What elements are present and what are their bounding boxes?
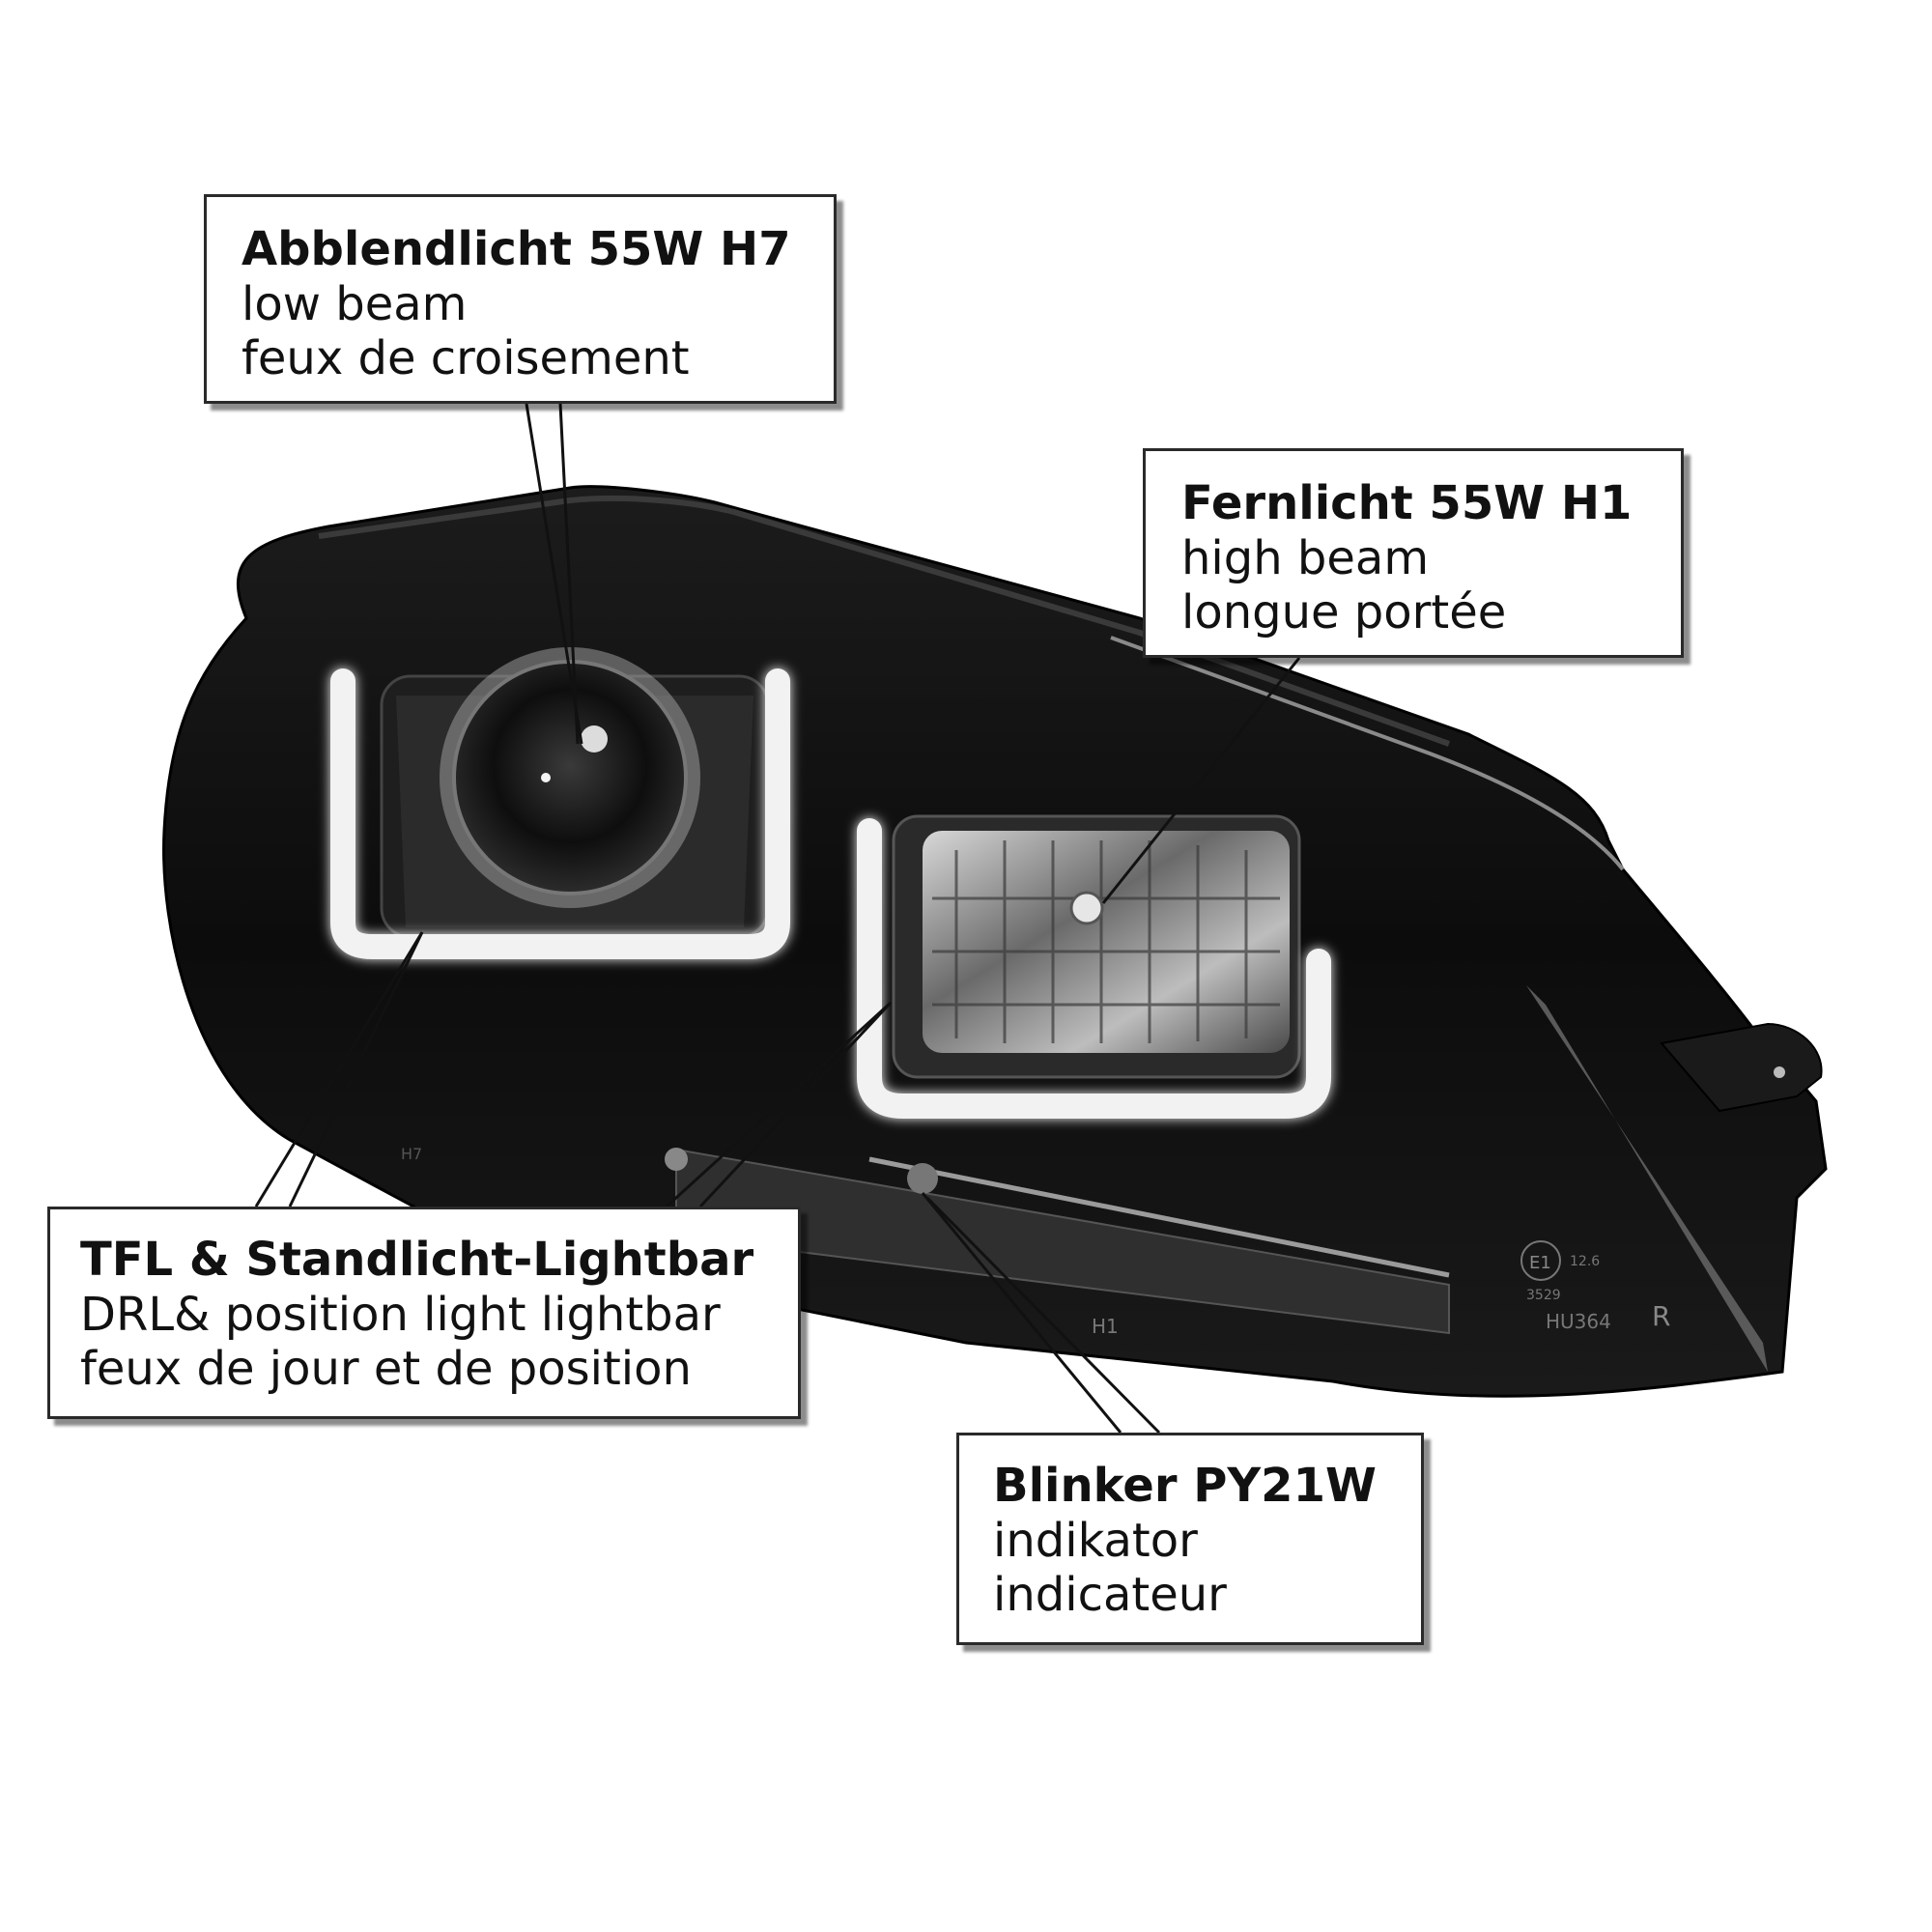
leader-indicator-b xyxy=(921,1192,1122,1434)
mounting-tab xyxy=(1660,1022,1823,1113)
callout-high-beam: Fernlicht 55W H1 high beam longue portée xyxy=(1143,448,1684,658)
projector-lens-center xyxy=(541,773,551,782)
callout-low-beam-title: Abblendlicht 55W H7 xyxy=(242,222,791,276)
callout-low-beam-english: low beam xyxy=(242,276,468,331)
marking-h1: H1 xyxy=(1092,1315,1119,1338)
high-beam-bulb xyxy=(1069,891,1104,925)
marking-side: R xyxy=(1652,1300,1670,1332)
callout-indicator-english: indikator xyxy=(993,1513,1198,1568)
mounting-hole xyxy=(1774,1066,1785,1078)
projector-lens xyxy=(452,660,688,895)
leader-drl-b xyxy=(288,931,424,1208)
callout-drl-title: TFL & Standlicht-Lightbar xyxy=(80,1233,754,1287)
callout-drl-lightbar: TFL & Standlicht-Lightbar DRL& position … xyxy=(47,1207,801,1419)
marking-approval-number: 12.6 xyxy=(1570,1254,1600,1269)
callout-low-beam-french: feux de croisement xyxy=(242,331,690,386)
housing-top-edge xyxy=(318,495,1451,747)
high-beam-reflector xyxy=(923,831,1290,1053)
callout-indicator-title: Blinker PY21W xyxy=(993,1459,1377,1513)
callout-high-beam-title: Fernlicht 55W H1 xyxy=(1181,476,1633,530)
callout-high-beam-english: high beam xyxy=(1181,530,1430,585)
indicator-bulb-socket xyxy=(907,1163,938,1194)
callout-drl-english: DRL& position light lightbar xyxy=(80,1287,721,1342)
leader-low-beam-shadow xyxy=(558,403,580,745)
leader-indicator-a xyxy=(925,1196,1161,1435)
callout-high-beam-french: longue portée xyxy=(1181,585,1507,640)
leader-high-beam xyxy=(1101,657,1301,904)
adjuster-screw xyxy=(665,1148,688,1171)
marking-approval-code: 3529 xyxy=(1526,1288,1561,1303)
callout-indicator: Blinker PY21W indikator indicateur xyxy=(956,1433,1424,1645)
leader-low-beam xyxy=(525,403,583,745)
housing-silver-edge xyxy=(1110,636,1625,871)
marking-h7: H7 xyxy=(401,1145,422,1163)
projector-lens-highlight xyxy=(581,725,608,753)
leader-drl-d xyxy=(698,1001,893,1208)
indicator-chrome xyxy=(868,1156,1450,1278)
callout-low-beam: Abblendlicht 55W H7 low beam feux de cro… xyxy=(204,194,837,404)
lightbar-high-beam xyxy=(857,818,1331,1119)
lightbar-low-beam xyxy=(330,668,790,959)
leader-drl-c xyxy=(665,1001,893,1208)
callout-drl-french: feux de jour et de position xyxy=(80,1342,692,1397)
approval-mark-circle xyxy=(1520,1240,1561,1281)
marking-part-code: HU364 xyxy=(1546,1310,1611,1333)
callout-indicator-french: indicateur xyxy=(993,1568,1227,1623)
leader-drl-a xyxy=(254,931,424,1208)
marking-approval: E1 xyxy=(1529,1253,1551,1273)
